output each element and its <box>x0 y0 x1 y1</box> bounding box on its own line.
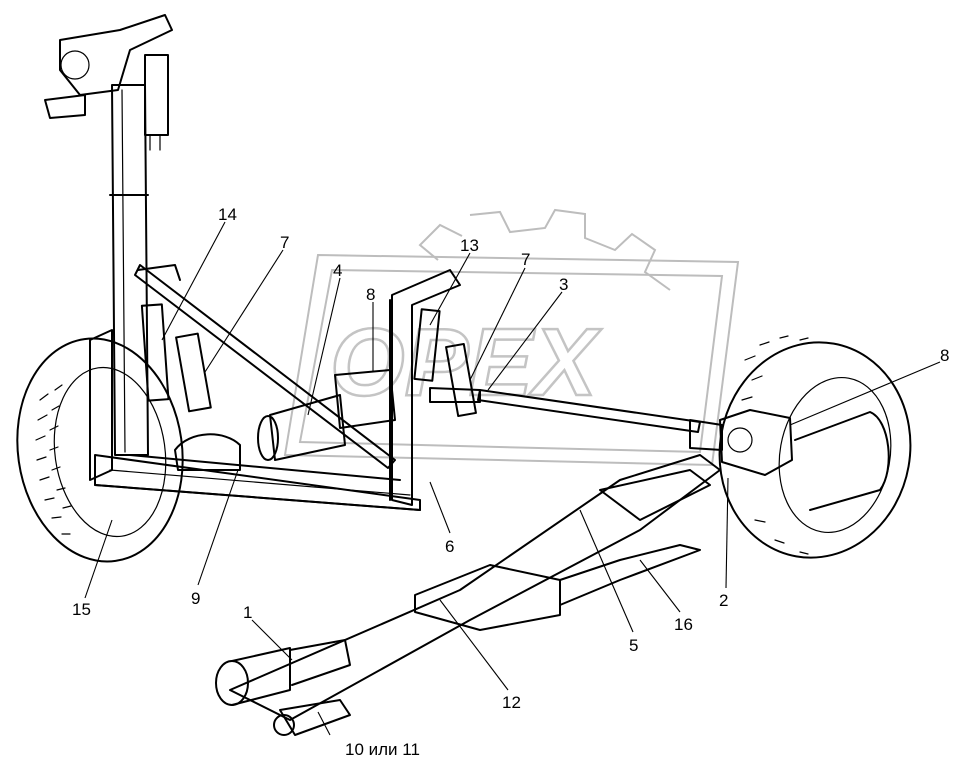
callout-2: 2 <box>719 591 728 610</box>
callout-15: 15 <box>72 600 91 619</box>
callout-14: 14 <box>218 205 237 224</box>
callout-12: 12 <box>502 693 521 712</box>
cylinders <box>140 303 477 418</box>
callout-9: 9 <box>191 589 200 608</box>
callout-4: 4 <box>333 261 342 280</box>
drawbar <box>229 454 721 736</box>
central-gearbox <box>174 369 396 471</box>
frame <box>89 329 421 511</box>
leader-lines <box>84 221 941 736</box>
callout-13: 13 <box>460 236 479 255</box>
callout-7b: 7 <box>521 250 530 269</box>
mast <box>44 14 173 456</box>
right-gearbox <box>689 409 793 476</box>
gate-frame <box>389 269 461 506</box>
callout-1: 1 <box>243 603 252 622</box>
callout-3: 3 <box>559 275 568 294</box>
callout-6: 6 <box>445 537 454 556</box>
watermark-text: OPEX <box>330 309 602 416</box>
pto-shaft <box>215 639 351 706</box>
callout-16: 16 <box>674 615 693 634</box>
drive-shaft <box>429 387 701 433</box>
right-wheel <box>718 335 912 559</box>
left-wheel <box>16 337 184 563</box>
callout-8b: 8 <box>940 346 949 365</box>
callout-labels: 1 2 3 4 5 6 7 7 8 8 9 10 или 11 12 13 14… <box>72 205 949 759</box>
watermark-logo: OPEX <box>283 208 740 467</box>
callout-8a: 8 <box>366 285 375 304</box>
braces <box>134 264 396 469</box>
callout-10-or-11: 10 или 11 <box>345 740 420 759</box>
callout-5: 5 <box>629 636 638 655</box>
callout-7a: 7 <box>280 233 289 252</box>
